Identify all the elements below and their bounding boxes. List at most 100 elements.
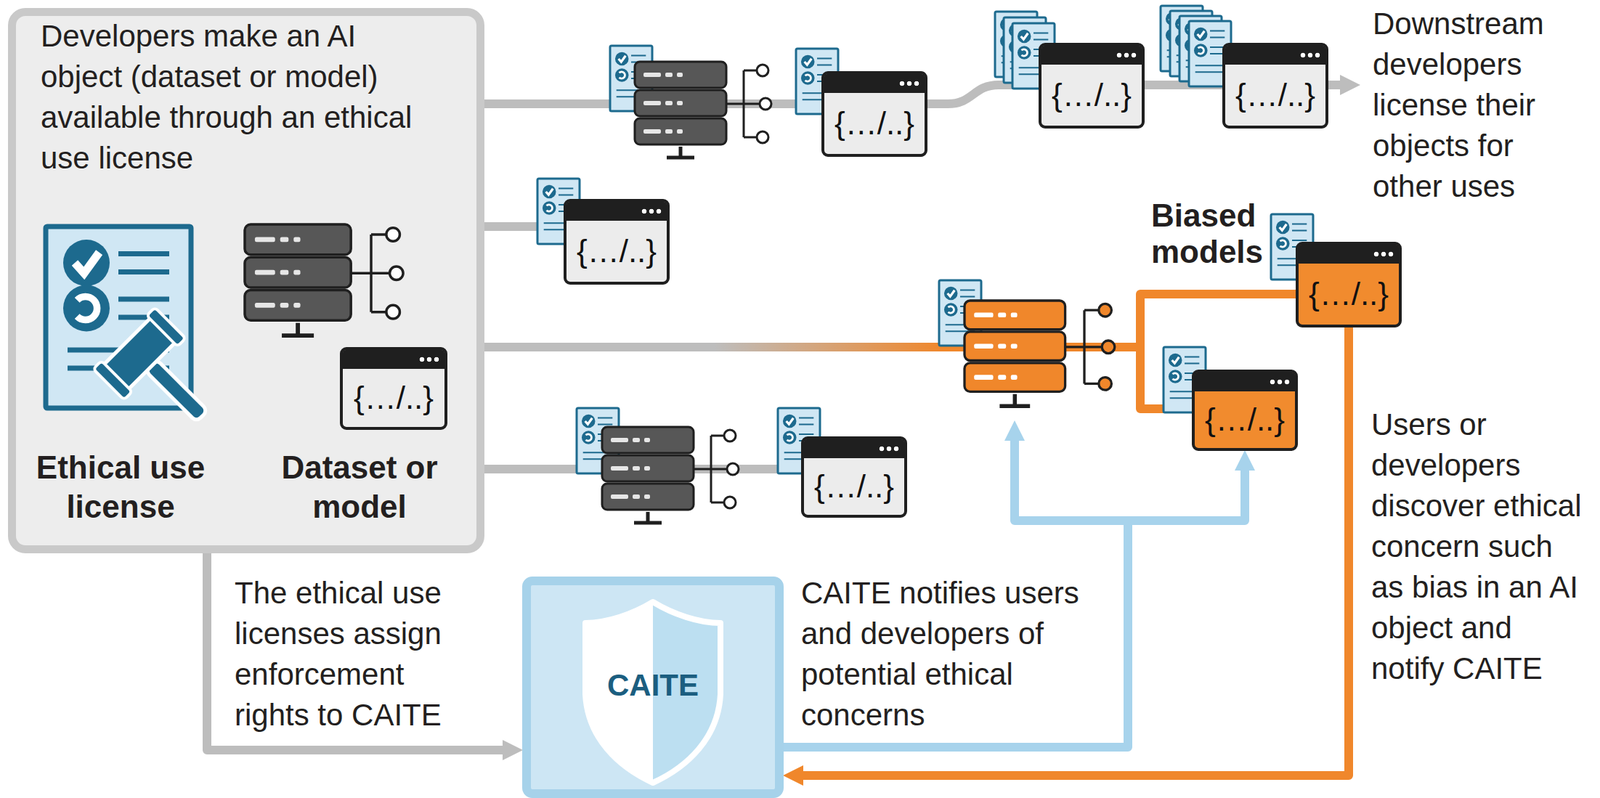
check-badge	[944, 286, 958, 301]
check-mark	[1197, 31, 1205, 38]
copyleft-badge	[542, 201, 557, 215]
server-light	[1010, 343, 1018, 349]
doc-line	[558, 193, 574, 196]
copyleft-badge	[1168, 369, 1183, 384]
server-light	[254, 270, 276, 276]
code-text: {…/..}	[834, 107, 915, 140]
server-unit	[244, 289, 351, 321]
code-text: {…/..}	[576, 235, 657, 268]
edge-label: The ethical use licenses assign enforcem…	[234, 573, 449, 736]
window-dots	[640, 201, 663, 221]
check-badge	[63, 239, 110, 287]
server-light	[632, 494, 640, 499]
server-prongs	[1065, 310, 1103, 384]
check-badge	[1276, 220, 1290, 235]
server-light	[632, 437, 640, 443]
server-unit	[964, 300, 1066, 330]
server-light	[643, 72, 661, 77]
doc-line	[1292, 222, 1307, 225]
window-titlebar	[1225, 45, 1326, 65]
check-mark	[1172, 357, 1180, 364]
server-light	[676, 100, 683, 106]
server-light	[610, 494, 629, 499]
copyleft-mark	[1172, 373, 1179, 380]
server-light	[973, 343, 993, 349]
server-unit	[634, 118, 727, 145]
copyleft-badge	[1194, 43, 1208, 58]
server-light	[1010, 374, 1018, 380]
panel-heading: Developers make an AI object (dataset or…	[40, 15, 430, 179]
check-badge	[1017, 29, 1032, 44]
copyleft-mark	[1280, 240, 1287, 247]
gavel-handle	[145, 359, 208, 422]
doc-line	[798, 433, 814, 436]
doc-line	[1209, 29, 1225, 32]
server-icon	[244, 224, 404, 336]
doc-line	[1292, 239, 1307, 242]
check-badge	[1168, 353, 1183, 368]
server-light	[254, 236, 276, 242]
copyleft-mark	[1198, 47, 1205, 54]
check-badge	[801, 55, 815, 69]
server-node	[756, 64, 769, 77]
server-light	[254, 302, 276, 308]
server-light	[997, 374, 1006, 380]
copyleft-mark	[76, 297, 97, 321]
server-light	[997, 343, 1006, 349]
server-light	[293, 270, 300, 276]
copyleft-badge	[1017, 45, 1032, 60]
connector	[484, 294, 1296, 348]
server-light	[643, 129, 661, 134]
window-titlebar	[1298, 244, 1399, 264]
doc-line	[558, 187, 574, 189]
doc-line	[817, 57, 832, 59]
doc-line	[631, 54, 646, 56]
biased-window: {…/..}	[1191, 369, 1298, 452]
copyleft-mark	[586, 434, 592, 441]
copyleft-badge	[944, 302, 958, 317]
server-base	[281, 333, 314, 338]
server-icon	[634, 61, 772, 158]
server-icon	[602, 427, 739, 523]
server-light	[280, 270, 290, 276]
server-unit	[964, 363, 1066, 393]
check-mark	[74, 252, 100, 274]
copyleft-badge	[63, 285, 110, 332]
server-node	[1101, 340, 1115, 354]
caite-box: CAITE	[522, 576, 784, 798]
app-window: {…/..}	[1222, 42, 1329, 129]
copyleft-mark	[619, 71, 626, 79]
server-light	[997, 313, 1006, 319]
connector	[484, 347, 1192, 409]
window-dots	[878, 439, 900, 459]
server-unit	[964, 331, 1066, 361]
server-light	[610, 437, 629, 443]
code-text: {…/..}	[1308, 278, 1389, 311]
copyleft-mark	[787, 434, 794, 441]
server-light	[644, 437, 651, 443]
server-unit	[244, 257, 351, 288]
window-titlebar	[824, 74, 925, 93]
server-light	[676, 72, 683, 77]
server-icon	[964, 300, 1115, 406]
copyleft-badge	[1276, 236, 1290, 251]
doc-line	[798, 416, 814, 419]
icon-caption: Ethical use license	[26, 448, 215, 527]
edge-label: Users or developers discover ethical con…	[1371, 404, 1586, 690]
gavel-cap	[92, 360, 133, 401]
window-dots	[898, 74, 921, 93]
server-light	[665, 72, 673, 77]
check-mark	[947, 290, 956, 297]
doc-line	[597, 423, 613, 425]
copyleft-badge	[581, 430, 596, 445]
server-base	[999, 403, 1030, 409]
app-window: {…/..}	[339, 347, 448, 430]
doc-line	[1184, 355, 1200, 358]
server-unit	[634, 61, 727, 88]
app-window: {…/..}	[563, 199, 670, 285]
server-node	[727, 463, 739, 475]
check-badge	[615, 52, 629, 67]
server-node	[1098, 303, 1112, 317]
server-node	[386, 305, 401, 319]
server-light	[643, 100, 661, 106]
